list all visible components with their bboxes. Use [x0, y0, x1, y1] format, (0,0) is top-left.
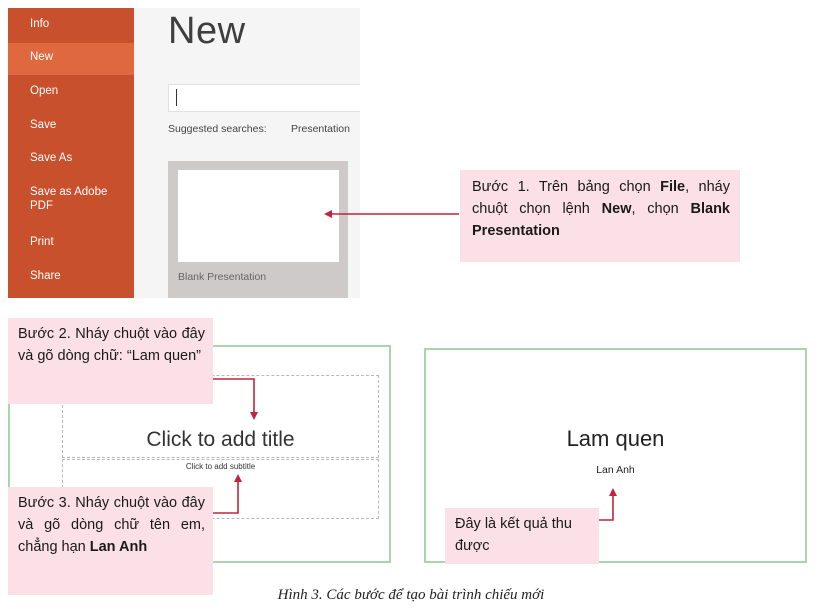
sidebar-item-label: Open	[30, 85, 59, 97]
result-title: Lam quen	[566, 426, 665, 451]
text-caret	[176, 89, 177, 106]
callout-text: Bước 3. Nháy chuột vào đây và gõ dòng ch…	[18, 495, 205, 555]
sidebar-item-label: Save As	[30, 152, 73, 164]
callout-step-1: Bước 1. Trên bảng chọn File, nháy chuột …	[460, 170, 740, 262]
callout-bold-name: Lan Anh	[89, 539, 148, 555]
callout-bold-blank: Blank Presentation	[472, 201, 731, 239]
sidebar-item-label: Print	[30, 236, 54, 248]
subtitle-placeholder-text: Click to add subtitle	[185, 462, 256, 471]
suggested-search-link[interactable]: Presentation	[291, 123, 350, 135]
sidebar-item-open[interactable]: Open	[8, 77, 134, 109]
callout-text: , nháy chuột chọn lệnh	[472, 179, 730, 217]
callout-bold-new: New	[601, 201, 632, 217]
sidebar-item-label: Save	[30, 119, 57, 131]
figure-caption: Hình 3. Các bước để tạo bài trình chiếu …	[277, 587, 545, 603]
sidebar-item-label: Info	[30, 18, 50, 30]
callout-result: Đây là kết quả thu được	[445, 508, 599, 564]
backstage-view: Info New Open Save Save As Save as Adobe…	[8, 8, 360, 298]
callout-text: Bước 1. Trên bảng chọn	[472, 179, 661, 195]
suggested-searches-label: Suggested searches:	[168, 123, 267, 135]
template-label: Blank Presentation	[178, 271, 267, 283]
sidebar-item-info[interactable]: Info	[8, 10, 134, 42]
sidebar-item-label: New	[30, 51, 54, 63]
template-search-input[interactable]	[168, 84, 360, 112]
template-thumbnail	[178, 170, 339, 262]
file-menu-sidebar: Info New Open Save Save As Save as Adobe…	[8, 8, 134, 298]
callout-text: , chọn	[631, 201, 691, 217]
callout-step-2: Bước 2. Nháy chuột vào đây và gõ dòng ch…	[8, 318, 213, 404]
sidebar-item-print[interactable]: Print	[8, 228, 134, 260]
sidebar-item-save[interactable]: Save	[8, 111, 134, 143]
sidebar-item-label: Save as Adobe PDF	[30, 186, 108, 212]
arrow-result	[599, 488, 617, 521]
blank-presentation-template[interactable]: Blank Presentation	[168, 161, 348, 298]
sidebar-item-save-as-pdf[interactable]: Save as Adobe PDF	[8, 178, 134, 222]
arrow-step-2	[213, 378, 258, 420]
title-placeholder-text: Click to add title	[146, 428, 295, 451]
sidebar-item-save-as[interactable]: Save As	[8, 144, 134, 176]
sidebar-item-share[interactable]: Share	[8, 262, 134, 294]
sidebar-item-new[interactable]: New	[8, 43, 134, 75]
sidebar-item-label: Share	[30, 270, 61, 282]
arrow-step-3	[213, 474, 242, 514]
callout-bold-file: File	[660, 179, 686, 195]
title-placeholder[interactable]: Click to add title	[62, 375, 379, 458]
callout-step-3: Bước 3. Nháy chuột vào đây và gõ dòng ch…	[8, 487, 213, 595]
page-title: New	[168, 10, 246, 52]
result-subtitle: Lan Anh	[596, 464, 635, 476]
